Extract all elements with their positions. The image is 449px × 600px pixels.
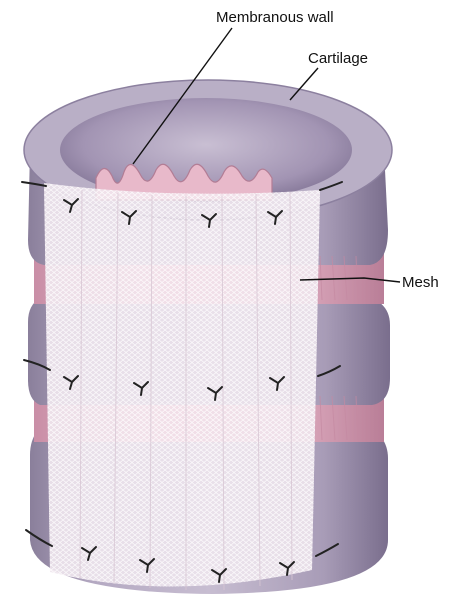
cartilage-label: Cartilage [308,50,368,67]
mesh-label: Mesh [402,274,439,291]
membranous-wall-label: Membranous wall [216,9,334,26]
mesh-patch [44,183,320,590]
